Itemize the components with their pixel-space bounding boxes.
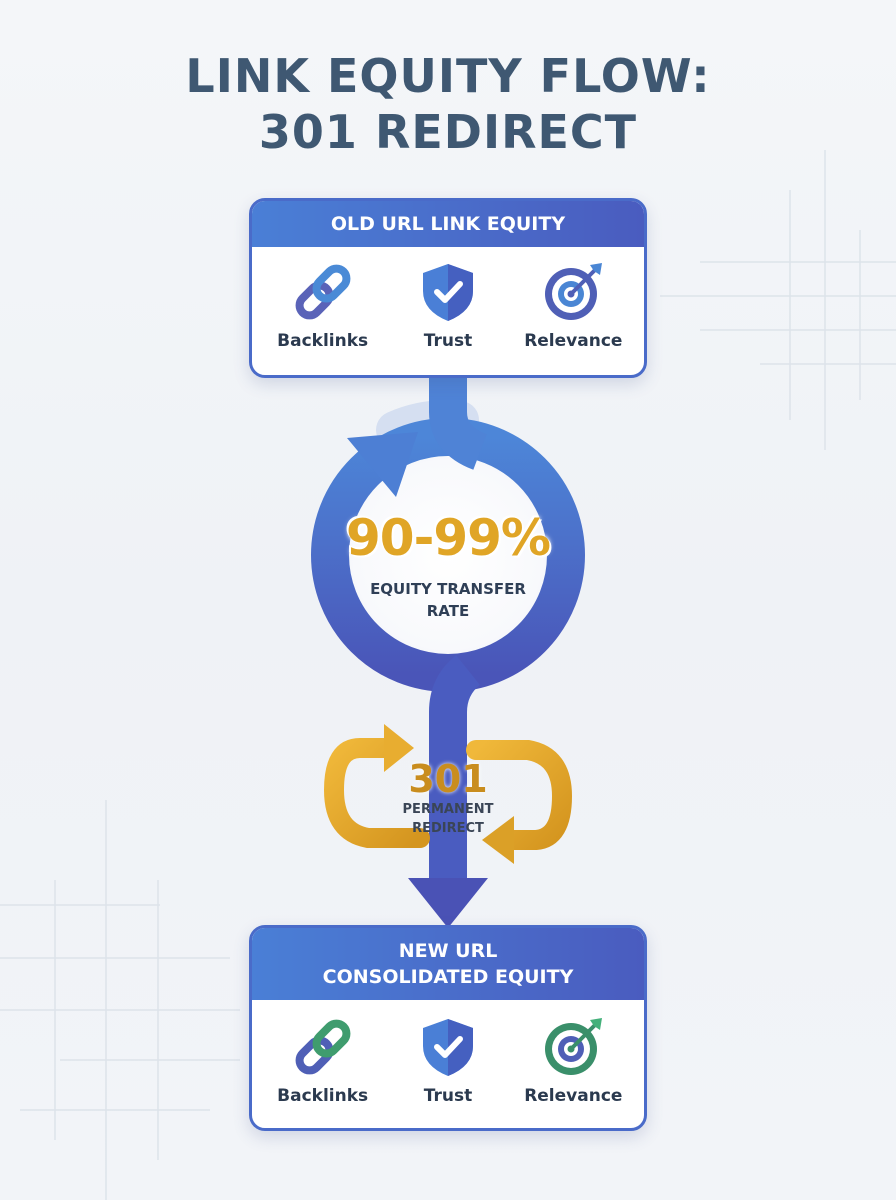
old-url-card-header: OLD URL LINK EQUITY — [252, 201, 644, 247]
new-url-card-header-line-1: NEW URL — [398, 940, 498, 962]
new-trust-label: Trust — [423, 1086, 473, 1106]
new-url-card-items: Backlinks Trust Relevance — [252, 1000, 644, 1106]
old-trust-item: Trust — [388, 261, 508, 351]
target-icon — [545, 263, 603, 320]
page-title-line-2: 301 REDIRECT — [258, 105, 638, 159]
old-url-card-items: Backlinks Trust Relevance — [252, 247, 644, 351]
old-trust-label: Trust — [423, 331, 473, 351]
redirect-label: PERMANENT REDIRECT — [298, 800, 598, 838]
link-chain-icon — [295, 1019, 351, 1075]
new-relevance-label: Relevance — [524, 1086, 623, 1106]
redirect-label-line-2: REDIRECT — [412, 821, 484, 836]
transfer-rate-value: 90-99% — [345, 509, 551, 567]
new-backlinks-label: Backlinks — [277, 1086, 369, 1106]
old-relevance-label: Relevance — [524, 331, 623, 351]
old-relevance-item: Relevance — [513, 261, 633, 351]
new-url-card: NEW URL CONSOLIDATED EQUITY Backlinks Tr… — [249, 925, 647, 1131]
old-url-card: OLD URL LINK EQUITY Backlinks Trust — [249, 198, 647, 378]
transfer-rate-label: EQUITY TRANSFER RATE — [298, 578, 598, 622]
new-backlinks-item: Backlinks — [263, 1016, 383, 1106]
old-backlinks-item: Backlinks — [263, 261, 383, 351]
shield-check-icon — [422, 264, 473, 321]
new-trust-item: Trust — [388, 1016, 508, 1106]
target-icon — [545, 1018, 603, 1075]
link-chain-icon — [295, 264, 351, 320]
redirect-code: 301 — [408, 757, 488, 801]
shield-check-icon — [422, 1019, 473, 1076]
transfer-rate-label-line-2: RATE — [426, 602, 470, 620]
new-url-card-header: NEW URL CONSOLIDATED EQUITY — [252, 928, 644, 1000]
new-url-card-header-line-2: CONSOLIDATED EQUITY — [322, 966, 574, 988]
transfer-rate-label-line-1: EQUITY TRANSFER — [370, 580, 526, 598]
new-relevance-item: Relevance — [513, 1016, 633, 1106]
page-title-line-1: LINK EQUITY FLOW: — [185, 49, 711, 103]
old-backlinks-label: Backlinks — [277, 331, 369, 351]
redirect-label-line-1: PERMANENT — [402, 802, 494, 817]
